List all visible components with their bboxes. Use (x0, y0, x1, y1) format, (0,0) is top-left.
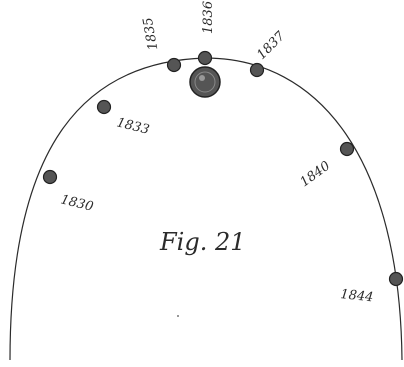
year-label-1844: 1844 (340, 287, 374, 305)
central-body (189, 66, 221, 98)
year-label-1830: 1830 (59, 192, 95, 215)
position-1836: 1836 (197, 1, 216, 66)
position-1833: 1833 (96, 99, 151, 138)
position-dot (197, 50, 213, 66)
year-label-1835: 1835 (141, 16, 162, 51)
position-dot (249, 62, 265, 78)
speck (177, 315, 179, 317)
figure-caption: Fig. 21 (159, 228, 246, 256)
year-label-1840: 1840 (298, 159, 334, 191)
position-dot (96, 99, 112, 115)
year-label-1837: 1837 (254, 28, 289, 63)
position-1837: 1837 (249, 28, 289, 78)
position-dot (42, 169, 58, 185)
position-dot (388, 271, 404, 287)
year-label-1833: 1833 (115, 115, 151, 138)
year-label-1836: 1836 (201, 1, 216, 34)
position-1840: 1840 (298, 141, 355, 191)
position-dot (339, 141, 355, 157)
position-1835: 1835 (141, 16, 182, 73)
position-1830: 1830 (42, 169, 95, 215)
position-1844: 1844 (340, 271, 404, 305)
position-dot (166, 57, 182, 73)
